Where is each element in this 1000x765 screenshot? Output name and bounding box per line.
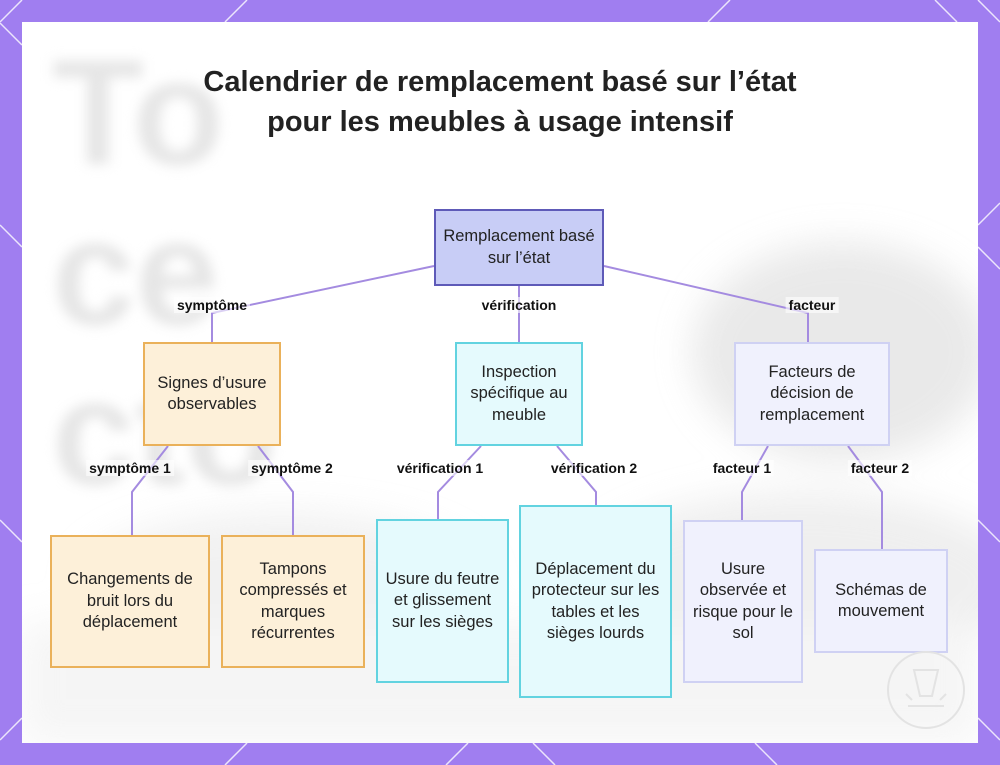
edge-label-symptome-2: symptôme 2 bbox=[248, 460, 336, 476]
watermark-logo-icon bbox=[884, 648, 968, 732]
node-root: Remplacement basé sur l’état bbox=[434, 209, 604, 286]
node-deplacement-protecteur: Déplacement du protecteur sur les tables… bbox=[519, 505, 672, 698]
edge-facteurs-usure bbox=[742, 446, 768, 520]
node-schemas-mouvement: Schémas de mouvement bbox=[814, 549, 948, 653]
node-tampons-compresses: Tampons compressés et marques récurrente… bbox=[221, 535, 365, 668]
edge-label-verification-1: vérification 1 bbox=[394, 460, 486, 476]
node-usure-sol: Usure observée et risque pour le sol bbox=[683, 520, 803, 683]
edge-label-facteur-2: facteur 2 bbox=[848, 460, 912, 476]
edge-label-symptome-1: symptôme 1 bbox=[86, 460, 174, 476]
edge-label-symptome: symptôme bbox=[174, 297, 250, 313]
diagram-panel: To ce cto Calendrier de remplacement bas… bbox=[22, 22, 978, 743]
node-bruit-deplacement: Changements de bruit lors du déplacement bbox=[50, 535, 210, 668]
edge-root-facteurs bbox=[604, 266, 808, 342]
edge-inspection-feutre bbox=[438, 446, 481, 519]
node-facteurs-decision: Facteurs de décision de remplacement bbox=[734, 342, 890, 446]
node-signes-usure: Signes d’usure observables bbox=[143, 342, 281, 446]
edge-label-verification-2: vérification 2 bbox=[548, 460, 640, 476]
edge-label-facteur: facteur bbox=[786, 297, 839, 313]
node-inspection: Inspection spécifique au meuble bbox=[455, 342, 583, 446]
node-usure-feutre: Usure du feutre et glissement sur les si… bbox=[376, 519, 509, 683]
edge-label-facteur-1: facteur 1 bbox=[710, 460, 774, 476]
edge-label-verification: vérification bbox=[479, 297, 560, 313]
